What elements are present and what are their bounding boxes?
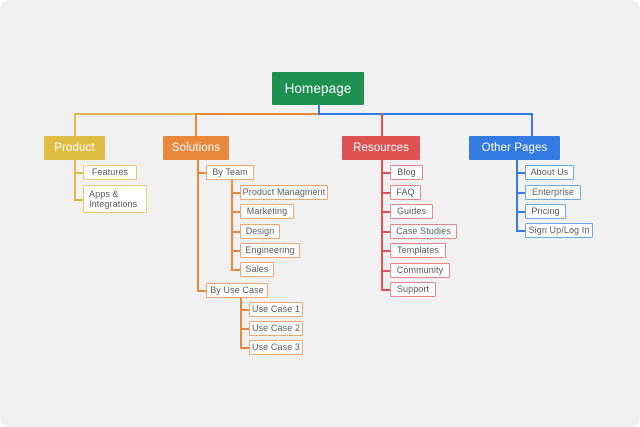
connector-drop-product <box>74 113 76 136</box>
connector-resources-spine <box>381 160 383 290</box>
connector-product-spine <box>74 160 76 201</box>
connector-byteam-2 <box>231 211 240 213</box>
connector-solutions-spine <box>197 160 199 290</box>
connector-resources-5 <box>381 250 390 252</box>
connector-byusecase-2 <box>240 328 249 330</box>
node-otherpages-pricing[interactable]: Pricing <box>525 204 566 219</box>
connector-otherpages-2 <box>516 192 525 194</box>
node-otherpages-signup-login[interactable]: Sign Up/Log In <box>525 223 593 238</box>
connector-resources-1 <box>381 172 390 174</box>
connector-bus-product <box>74 113 196 115</box>
connector-byusecase-1 <box>240 309 249 311</box>
node-byteam-sales[interactable]: Sales <box>240 262 274 277</box>
node-product[interactable]: Product <box>44 136 105 160</box>
node-usecase-3[interactable]: Use Case 3 <box>249 340 303 355</box>
node-byteam-engineering[interactable]: Engineering <box>240 243 300 258</box>
node-other-pages[interactable]: Other Pages <box>469 136 560 160</box>
connector-bus-right <box>318 113 532 115</box>
node-resources-guides[interactable]: Guides <box>390 204 433 219</box>
connector-otherpages-spine <box>516 160 518 231</box>
node-solutions-by-use-case[interactable]: By Use Case <box>206 283 268 298</box>
connector-product-apps <box>74 199 83 201</box>
connector-byteam-spine <box>231 180 233 270</box>
node-otherpages-about-us[interactable]: About Us <box>525 165 574 180</box>
connector-otherpages-3 <box>516 211 525 213</box>
connector-byteam-5 <box>231 269 240 271</box>
node-usecase-1[interactable]: Use Case 1 <box>249 302 303 317</box>
connector-drop-otherpages <box>531 113 533 136</box>
node-resources-blog[interactable]: Blog <box>390 165 423 180</box>
connector-resources-4 <box>381 231 390 233</box>
node-resources-faq[interactable]: FAQ <box>390 185 421 200</box>
node-solutions-by-team[interactable]: By Team <box>206 165 254 180</box>
connector-solutions-byusecase <box>197 290 206 292</box>
connector-otherpages-1 <box>516 172 525 174</box>
node-usecase-2[interactable]: Use Case 2 <box>249 321 303 336</box>
node-byteam-marketing[interactable]: Marketing <box>240 204 294 219</box>
node-homepage[interactable]: Homepage <box>272 72 364 105</box>
node-resources-support[interactable]: Support <box>390 282 436 297</box>
connector-byteam-3 <box>231 231 240 233</box>
node-resources-templates[interactable]: Templates <box>390 243 446 258</box>
connector-drop-solutions <box>195 113 197 136</box>
connector-byteam-1 <box>231 192 240 194</box>
node-resources-case-studies[interactable]: Case Studies <box>390 224 457 239</box>
connector-bus-solutions <box>195 113 319 115</box>
connector-solutions-byteam <box>197 172 206 174</box>
node-byteam-design[interactable]: Design <box>240 224 280 239</box>
node-byteam-product-managment[interactable]: Product Managment <box>240 185 328 200</box>
node-resources[interactable]: Resources <box>342 136 420 160</box>
node-product-apps-integrations[interactable]: Apps & Integrations <box>83 185 147 213</box>
connector-product-features <box>74 172 83 174</box>
connector-resources-3 <box>381 211 390 213</box>
connector-root-stem <box>318 105 320 114</box>
node-resources-community[interactable]: Community <box>390 263 450 278</box>
connector-resources-2 <box>381 192 390 194</box>
connector-resources-7 <box>381 289 390 291</box>
node-product-features[interactable]: Features <box>83 165 137 180</box>
connector-resources-6 <box>381 270 390 272</box>
connector-byusecase-3 <box>240 347 249 349</box>
node-otherpages-enterprise[interactable]: Enterprise <box>525 185 581 200</box>
connector-byteam-4 <box>231 250 240 252</box>
node-solutions[interactable]: Solutions <box>163 136 229 160</box>
connector-drop-resources <box>381 113 383 136</box>
connector-otherpages-4 <box>516 230 525 232</box>
connector-byusecase-spine <box>240 298 242 348</box>
